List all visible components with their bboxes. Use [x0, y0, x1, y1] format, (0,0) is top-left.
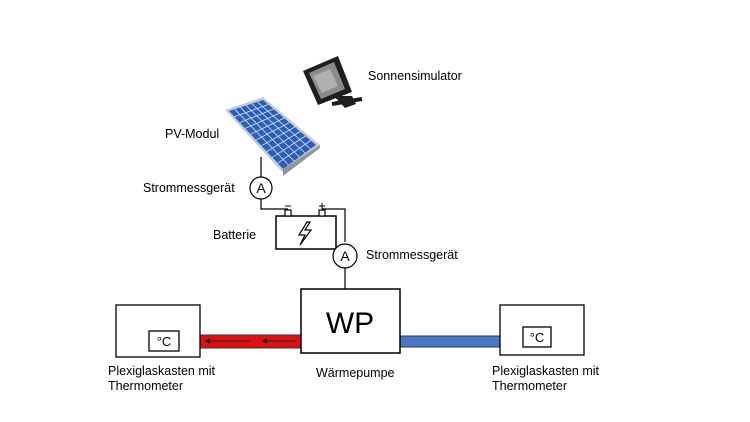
battery-icon — [275, 203, 337, 250]
plexiglass-box-right-label: Plexiglaskasten mit Thermometer — [492, 364, 599, 393]
ammeter-icon: A — [332, 243, 358, 269]
current-meter-label-1: Strommessgerät — [143, 181, 235, 195]
hot-pipe — [198, 334, 302, 349]
lightning-bolt-icon — [297, 221, 313, 246]
panel-grid-line — [261, 126, 295, 147]
pv-module-label: PV-Modul — [165, 127, 220, 141]
heat-pump-symbol: WP — [326, 307, 374, 340]
panel-grid-line — [277, 140, 311, 164]
heat-pump: WP — [300, 288, 401, 354]
panel-grid-line — [266, 131, 301, 152]
panel-grid-line — [245, 113, 280, 129]
thermometer-icon: °C — [148, 330, 180, 352]
panel-grid-line — [234, 104, 269, 118]
sun-simulator-label: Sonnensimulator — [368, 69, 462, 83]
heat-pump-label: Wärmepumpe — [316, 366, 395, 380]
ammeter-symbol: A — [256, 180, 266, 196]
plexiglass-box-left-label: Plexiglaskasten mit Thermometer — [108, 364, 215, 393]
wiring — [260, 157, 346, 289]
cold-pipe — [399, 335, 501, 348]
panel-grid-line — [250, 117, 285, 135]
thermometer-unit: °C — [530, 330, 545, 345]
current-meter-label-2: Strommessgerät — [366, 248, 458, 262]
panel-grid-line — [271, 135, 306, 158]
solar-panel-icon — [225, 97, 320, 176]
panel-grid-line — [255, 122, 290, 141]
panel-grid-line — [239, 108, 274, 123]
sun-simulator-lamp-icon — [303, 56, 363, 108]
battery-label: Batterie — [213, 228, 257, 242]
plexiglass-box-right: °C — [499, 304, 585, 356]
thermometer-unit: °C — [157, 334, 172, 349]
plexiglass-box-left: °C — [115, 304, 201, 358]
ammeter-icon: A — [249, 176, 273, 200]
thermometer-icon: °C — [522, 326, 552, 348]
ammeter-symbol: A — [340, 248, 350, 264]
